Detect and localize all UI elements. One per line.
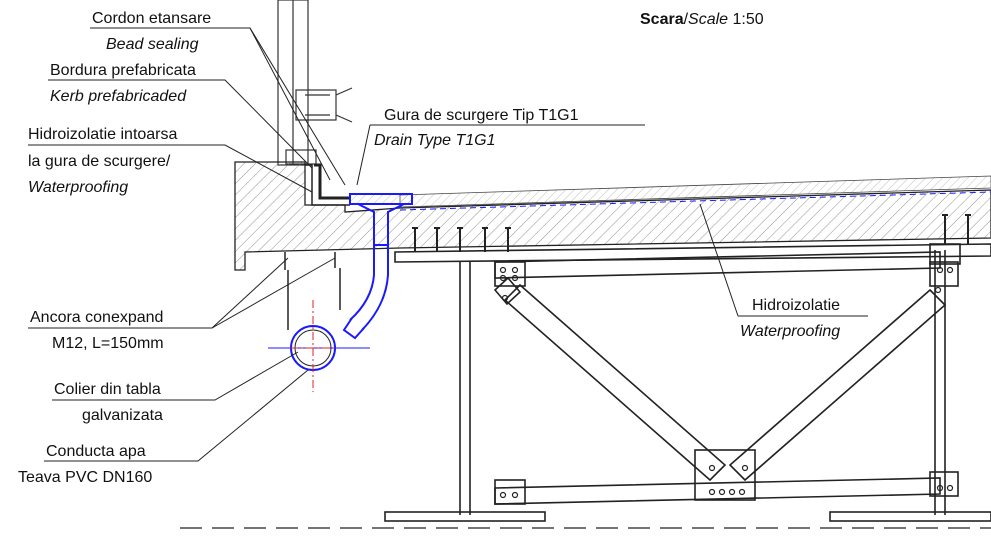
label-colier-1: Colier din tabla xyxy=(54,381,161,398)
label-cordon-ro: Cordon etansare xyxy=(92,10,211,27)
waterproofing-line xyxy=(399,191,991,211)
label-ancora-1: Ancora conexpand xyxy=(30,309,163,326)
label-hidro-ro: Hidroizolatie xyxy=(752,297,840,314)
label-hidro-intoarsa-1: Hidroizolatie intoarsa xyxy=(28,126,178,143)
shear-studs xyxy=(412,214,971,252)
leader-lines xyxy=(28,27,868,462)
label-gura-en: Drain Type T1G1 xyxy=(374,132,496,149)
drain-t1g1 xyxy=(342,193,413,340)
label-hidro-intoarsa-2: la gura de scurgere/ xyxy=(28,153,171,170)
label-ancora-2: M12, L=150mm xyxy=(52,335,164,352)
label-hidro-intoarsa-en: Waterproofing xyxy=(28,179,128,196)
label-gura-ro: Gura de scurgere Tip T1G1 xyxy=(384,107,579,124)
guardrail-post xyxy=(277,0,353,166)
steel-structure xyxy=(384,243,991,522)
label-colier-2: galvanizata xyxy=(82,407,163,424)
label-conducta-2: Teava PVC DN160 xyxy=(18,469,152,486)
label-bordura-en: Kerb prefabricaded xyxy=(50,88,187,105)
label-hidro-en: Waterproofing xyxy=(740,323,840,340)
water-pipe xyxy=(268,300,370,392)
scale-label: Scara/Scale 1:50 xyxy=(640,11,764,28)
concrete-deck xyxy=(234,161,991,271)
label-conducta-1: Conducta apa xyxy=(46,443,146,460)
label-cordon-en: Bead sealing xyxy=(106,36,199,53)
bolt-holes xyxy=(499,266,954,499)
label-bordura-ro: Bordura prefabricata xyxy=(50,62,196,79)
kerb-prefabricated xyxy=(305,163,350,206)
